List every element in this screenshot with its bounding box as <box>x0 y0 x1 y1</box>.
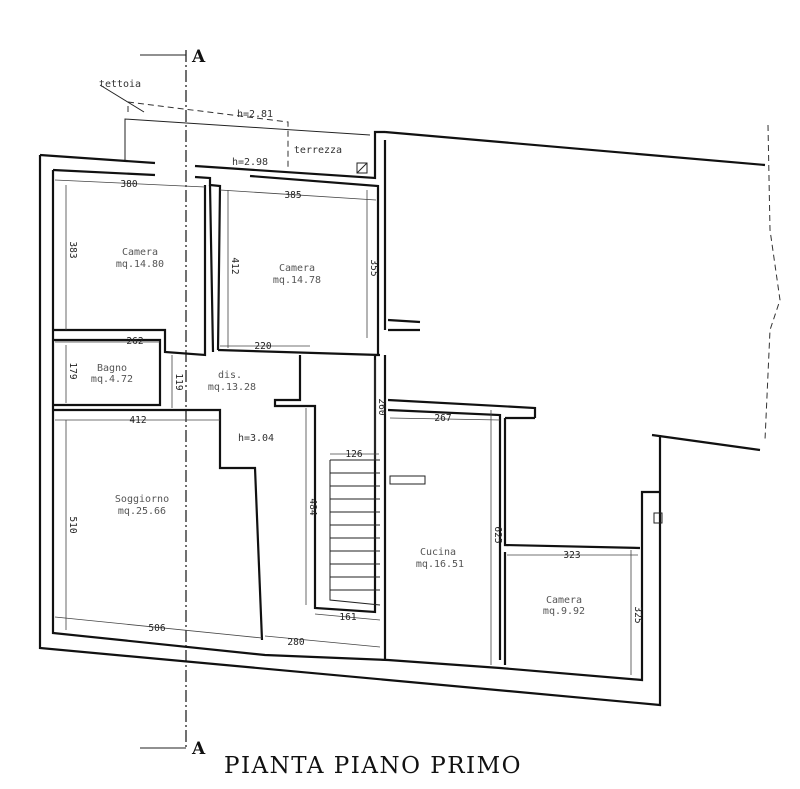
room-name-camera-2: Camera <box>279 263 315 274</box>
room-name-bagno: Bagno <box>97 363 127 374</box>
room-name-camera-3: Camera <box>546 595 582 606</box>
dim-625: 625 <box>492 526 503 543</box>
dim-385: 385 <box>284 190 301 201</box>
dim-412-h: 412 <box>129 415 146 426</box>
dim-179: 179 <box>67 362 78 379</box>
dim-325: 325 <box>632 606 643 623</box>
room-area-camera-1: mq.14.80 <box>116 259 164 270</box>
dim-510: 510 <box>67 516 78 533</box>
plan-title: PIANTA PIANO PRIMO <box>224 753 522 779</box>
dim-323: 323 <box>563 550 580 561</box>
section-label-top: A <box>191 47 206 67</box>
dimension-lines <box>54 179 638 675</box>
room-name-soggiorno: Soggiorno <box>115 494 169 505</box>
terrazza-label: terrezza <box>294 145 342 156</box>
dim-262: 262 <box>126 336 143 347</box>
room-name-camera-1: Camera <box>122 247 158 258</box>
dim-119: 119 <box>173 373 184 390</box>
dim-484: 484 <box>307 498 318 515</box>
camera-height-label: h=2.98 <box>232 157 268 168</box>
tettoia-outline <box>99 84 371 174</box>
dim-280: 280 <box>287 637 304 648</box>
walls <box>38 124 781 707</box>
dim-126: 126 <box>345 449 362 460</box>
room-name-cucina: Cucina <box>420 547 456 558</box>
room-area-soggiorno: mq.25.66 <box>118 506 166 517</box>
dim-506: 506 <box>148 623 165 634</box>
dim-260: 260 <box>376 398 387 415</box>
dim-161: 161 <box>339 612 356 623</box>
dim-383: 383 <box>67 241 78 258</box>
room-area-camera-2: mq.14.78 <box>273 275 321 286</box>
room-area-cucina: mq.16.51 <box>416 559 464 570</box>
dis-height-label: h=3.04 <box>238 433 274 444</box>
tettoia-label: tettoia <box>99 79 141 90</box>
dim-412-v: 412 <box>229 257 240 274</box>
room-area-dis: mq.13.28 <box>208 382 256 393</box>
tettoia-height-label: h=2.81 <box>237 109 273 120</box>
dim-267: 267 <box>434 413 451 424</box>
room-name-dis: dis. <box>218 370 242 381</box>
room-area-bagno: mq.4.72 <box>91 374 133 385</box>
dim-355: 355 <box>368 259 379 276</box>
stair-treads <box>330 472 380 591</box>
dim-380: 380 <box>120 179 137 190</box>
room-area-camera-3: mq.9.92 <box>543 606 585 617</box>
dim-220: 220 <box>254 341 271 352</box>
dimension-labels: 380 385 383 412 355 220 262 179 119 412 … <box>67 179 643 648</box>
section-label-bottom: A <box>191 739 206 759</box>
